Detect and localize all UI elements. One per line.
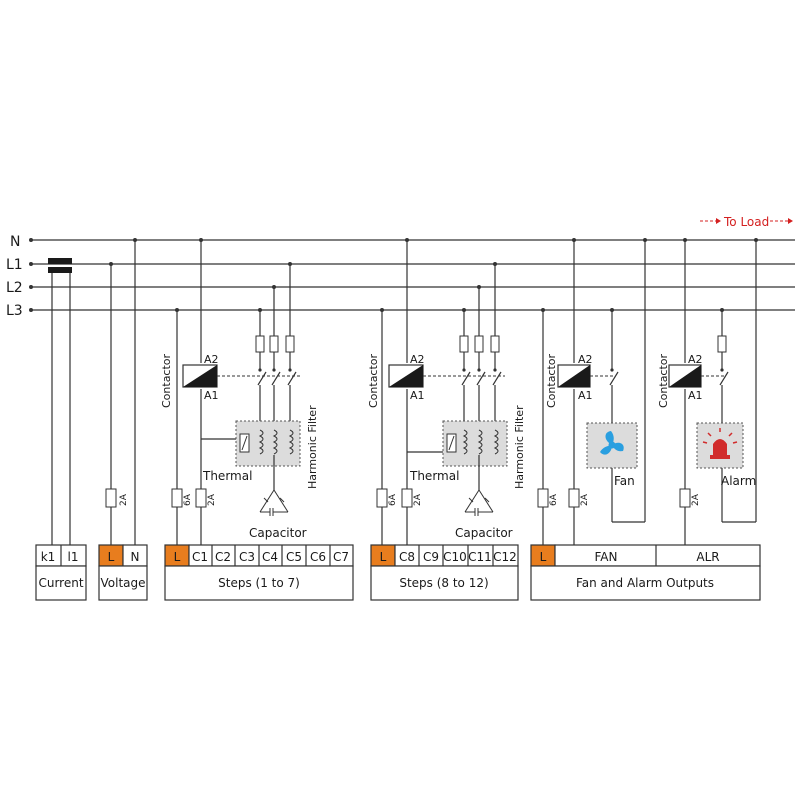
svg-text:6A: 6A (183, 493, 193, 506)
capacitor-label: Capacitor (455, 526, 513, 540)
fuse-2a (105, 488, 117, 508)
outputs-label: Fan and Alarm Outputs (576, 576, 714, 590)
terminal-k1: k1 (41, 550, 56, 564)
voltage-terminal-block: L N Voltage (98, 544, 148, 601)
terminal-l: L (380, 550, 387, 564)
terminal-fan: FAN (595, 550, 618, 564)
svg-text:A2: A2 (410, 353, 425, 366)
terminal-c10: C10 (443, 550, 467, 564)
terminal-c2: C2 (215, 550, 231, 564)
alarm-output-circuit: Contactor A2 A1 Alarm 2A (657, 238, 758, 548)
voltage-block-label: Voltage (100, 576, 145, 590)
svg-text:6A: 6A (549, 493, 559, 506)
step-group-2: Contactor A2 A1 Harmonic Filter (367, 238, 526, 548)
terminal-c8: C8 (399, 550, 415, 564)
line-label-l3: L3 (6, 303, 23, 319)
steps-1-7-terminal-block: L C1 C2 C3 C4 C5 C6 C7 Steps (1 to 7) (164, 544, 354, 601)
steps-8-12-terminal-block: L C8 C9 C10 C11 C12 Steps (8 to 12) (370, 544, 519, 601)
fan-output-circuit: Contactor A2 A1 Fan 6A 2A (537, 238, 647, 548)
svg-text:2A: 2A (207, 493, 217, 506)
terminal-c9: C9 (423, 550, 439, 564)
steps-1-7-label: Steps (1 to 7) (218, 576, 300, 590)
thermal-label: Thermal (202, 469, 252, 483)
capacitor-label: Capacitor (249, 526, 307, 540)
voltage-wiring: 2A (105, 238, 137, 548)
terminal-c3: C3 (239, 550, 255, 564)
svg-text:A1: A1 (578, 389, 593, 402)
to-load-label: To Load (723, 215, 769, 229)
terminal-l: L (174, 550, 181, 564)
terminal-c12: C12 (493, 550, 517, 564)
svg-text:A1: A1 (688, 389, 703, 402)
terminal-l: L (540, 550, 547, 564)
bus-lines: N L1 L2 L3 (6, 234, 795, 319)
to-load-indicator: To Load (700, 215, 793, 229)
alarm-beacon-icon (702, 428, 738, 459)
terminal-l1: l1 (68, 550, 79, 564)
terminal-c4: C4 (262, 550, 278, 564)
svg-text:A2: A2 (688, 353, 703, 366)
svg-text:6A: 6A (388, 493, 398, 506)
capacitor-bank (259, 489, 289, 516)
step-group-1: Contactor A2 A1 Harmo (160, 238, 319, 548)
line-label-n: N (10, 234, 20, 250)
terminal-alr: ALR (696, 550, 719, 564)
current-transformer (48, 258, 72, 548)
terminal-c7: C7 (333, 550, 349, 564)
svg-text:2A: 2A (580, 493, 590, 506)
line-label-l2: L2 (6, 280, 23, 296)
terminal-c5: C5 (286, 550, 302, 564)
contactor-label: Contactor (367, 353, 380, 408)
harmonic-filter-label: Harmonic Filter (513, 405, 526, 489)
line-label-l1: L1 (6, 257, 23, 273)
contactor-label: Contactor (160, 353, 173, 408)
current-block-label: Current (38, 576, 83, 590)
terminal-n: N (131, 550, 140, 564)
svg-text:2A: 2A (691, 493, 701, 506)
contactor-label: Contactor (545, 353, 558, 408)
terminal-c1: C1 (192, 550, 208, 564)
svg-text:A2: A2 (204, 353, 219, 366)
svg-text:A1: A1 (410, 389, 425, 402)
outputs-terminal-block: L FAN ALR Fan and Alarm Outputs (530, 544, 761, 601)
fan-label: Fan (614, 474, 635, 488)
fan-icon (600, 431, 624, 455)
terminal-c6: C6 (310, 550, 326, 564)
terminal-c11: C11 (468, 550, 492, 564)
svg-text:A2: A2 (578, 353, 593, 366)
alarm-label: Alarm (721, 474, 756, 488)
terminal-l: L (108, 550, 115, 564)
svg-text:2A: 2A (119, 493, 129, 506)
svg-text:2A: 2A (413, 493, 423, 506)
harmonic-filter-label: Harmonic Filter (306, 405, 319, 489)
thermal-label: Thermal (409, 469, 459, 483)
capacitor-bank (464, 489, 494, 516)
contactor-label: Contactor (657, 353, 670, 408)
svg-text:A1: A1 (204, 389, 219, 402)
current-terminal-block: k1 l1 Current (35, 544, 87, 601)
steps-8-12-label: Steps (8 to 12) (399, 576, 488, 590)
